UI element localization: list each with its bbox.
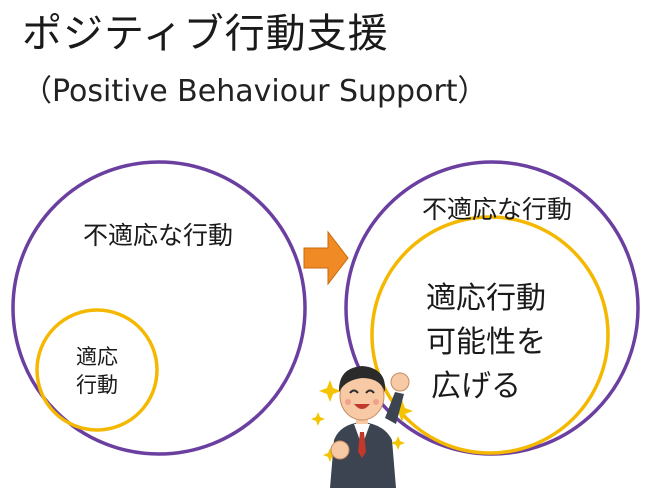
left-outer-circle [11,160,307,456]
arrow-right-icon [303,230,349,286]
sparkle-icon [311,380,413,462]
cheering-person-illustration [330,366,410,488]
right-inner-circle [370,215,610,455]
left-inner-circle [35,308,159,432]
left-outer-label: 不適応な行動 [83,221,233,250]
right-inner-label-line1: 適応行動 [426,281,546,316]
page-subtitle: （Positive Behaviour Support） [22,74,488,109]
right-inner-label-line2: 可能性を [426,325,546,360]
page-title: ポジティブ行動支援 [22,11,389,57]
left-inner-label-line2: 行動 [76,373,118,397]
left-inner-label-line1: 適応 [76,345,118,369]
right-outer-label: 不適応な行動 [422,195,572,224]
right-inner-label-line3: 広げる [431,369,521,404]
